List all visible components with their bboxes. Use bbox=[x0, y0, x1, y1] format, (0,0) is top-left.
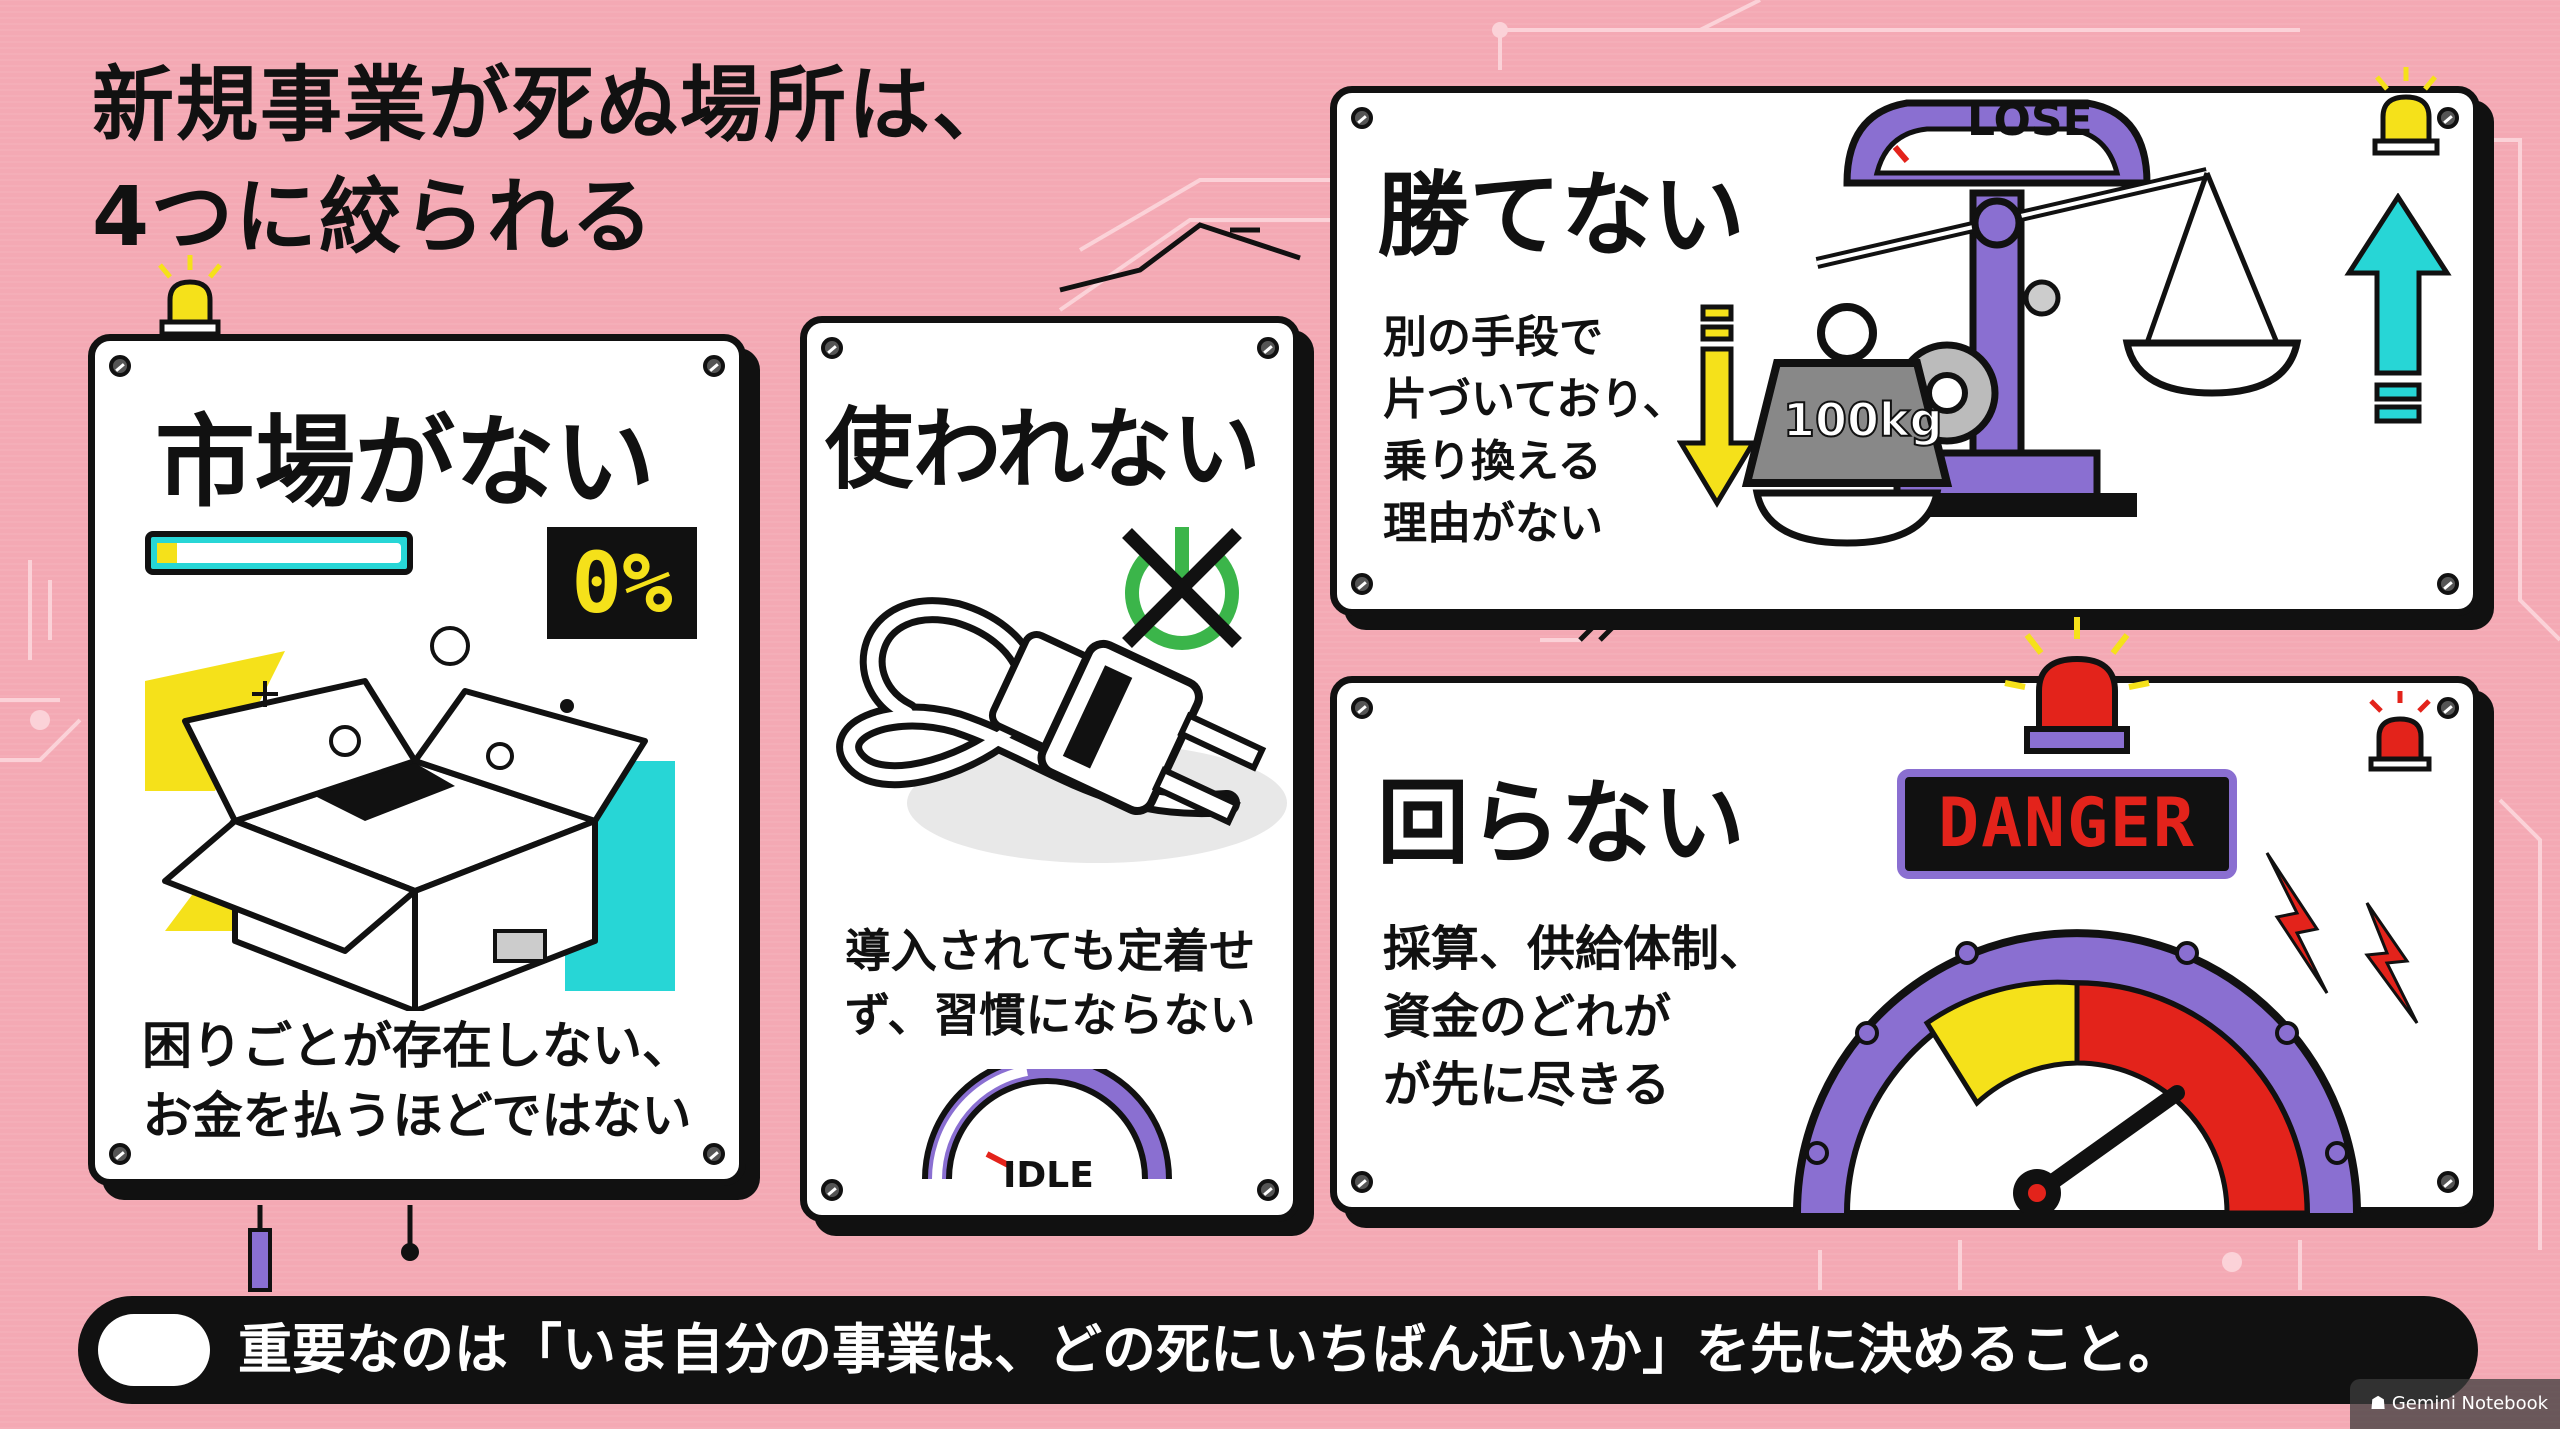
desc-line-1: 困りごとが存在しない、 bbox=[142, 1017, 692, 1075]
percent-display: 0% bbox=[547, 527, 697, 639]
bottom-message: 重要なのは「いま自分の事業は、どの死にいちばん近いか」を先に決めること。 bbox=[238, 1318, 2182, 1381]
idle-label: IDLE bbox=[1003, 1155, 1094, 1196]
siren-icon bbox=[2004, 617, 2150, 754]
weight-label: 100kg bbox=[1782, 392, 1944, 448]
desc-line-2: 片づいており、 bbox=[1383, 374, 1687, 425]
card-heading: 回らない bbox=[1377, 770, 1746, 877]
desc-line-4: 理由がない bbox=[1383, 498, 1603, 549]
weight-icon bbox=[1741, 303, 1953, 547]
watermark-icon: ☗ bbox=[2370, 1393, 2392, 1414]
danger-label: DANGER bbox=[1938, 784, 2196, 863]
arrow-down-icon bbox=[1677, 304, 1757, 508]
card-description: 別の手段で 片づいており、 乗り換える 理由がない bbox=[1383, 307, 1687, 555]
card-heading: 勝てない bbox=[1377, 162, 1746, 269]
desc-line-1: 別の手段で bbox=[1383, 312, 1603, 363]
title-line-1: 新規事業が死ぬ場所は、 bbox=[92, 58, 1017, 153]
watermark-label: Gemini Notebook bbox=[2391, 1393, 2549, 1414]
desc-line-2: 資金のどれが bbox=[1383, 989, 1672, 1045]
card-heading: 市場がない bbox=[155, 404, 655, 521]
bottom-message-bar: 重要なのは「いま自分の事業は、どの死にいちばん近いか」を先に決めること。 bbox=[78, 1296, 2478, 1404]
percent-label: 0% bbox=[571, 534, 673, 632]
danger-panel: DANGER bbox=[1897, 769, 2237, 879]
card-not-used: 使われない 導入されても定着せ ず、習慣にならない IDLE bbox=[800, 316, 1300, 1222]
title-line-2: 4つに絞られる bbox=[92, 170, 656, 265]
lightning-icon bbox=[2265, 852, 2419, 1024]
power-off-icon bbox=[1122, 527, 1242, 650]
card-description: 導入されても定着せ ず、習慣にならない bbox=[807, 919, 1293, 1047]
desc-line-3: が先に尽きる bbox=[1383, 1057, 1671, 1113]
danger-gauge-icon bbox=[1793, 929, 2361, 1213]
pill-icon bbox=[98, 1314, 210, 1386]
card-description: 困りごとが存在しない、 お金を払うほどではない bbox=[95, 1011, 739, 1151]
desc-line-1: 採算、供給体制、 bbox=[1383, 921, 1768, 977]
card-not-sustainable: 回らない 採算、供給体制、 資金のどれが が先に尽きる DANGER bbox=[1330, 617, 2480, 1214]
card-cannot-win: 勝てない 別の手段で 片づいており、 乗り換える 理由がない 100k bbox=[1330, 67, 2480, 616]
card-heading: 使われない bbox=[825, 398, 1261, 501]
desc-line-3: 乗り換える bbox=[1383, 436, 1602, 487]
card-description: 採算、供給体制、 資金のどれが が先に尽きる bbox=[1383, 915, 1767, 1119]
warning-light-icon bbox=[158, 255, 222, 337]
empty-box-icon bbox=[145, 626, 675, 1011]
card-no-market: 市場がない 0% 困りごとが存在しない、 お金を払うほどではない bbox=[88, 334, 746, 1186]
idle-gauge-icon bbox=[922, 1069, 1172, 1180]
unplugged-cord-icon bbox=[836, 597, 1287, 863]
balance-scale-icon bbox=[1815, 99, 2302, 517]
desc-line-2: ず、習慣にならない bbox=[844, 988, 1256, 1042]
desc-line-2: お金を払うほどではない bbox=[142, 1087, 692, 1145]
page-title: 新規事業が死ぬ場所は、 4つに絞られる bbox=[92, 50, 1016, 274]
arrow-up-icon bbox=[2344, 193, 2452, 424]
desc-line-1: 導入されても定着せ bbox=[844, 924, 1256, 978]
progress-bar bbox=[145, 531, 413, 575]
small-alarm-icon bbox=[2368, 691, 2432, 772]
progress-bar-fill bbox=[157, 543, 177, 563]
watermark: ☗ Gemini Notebook bbox=[2350, 1379, 2560, 1429]
lose-meter-label: LOSE bbox=[1967, 95, 2093, 146]
progress-bar-track bbox=[157, 543, 401, 563]
alarm-light-icon bbox=[2372, 67, 2440, 156]
